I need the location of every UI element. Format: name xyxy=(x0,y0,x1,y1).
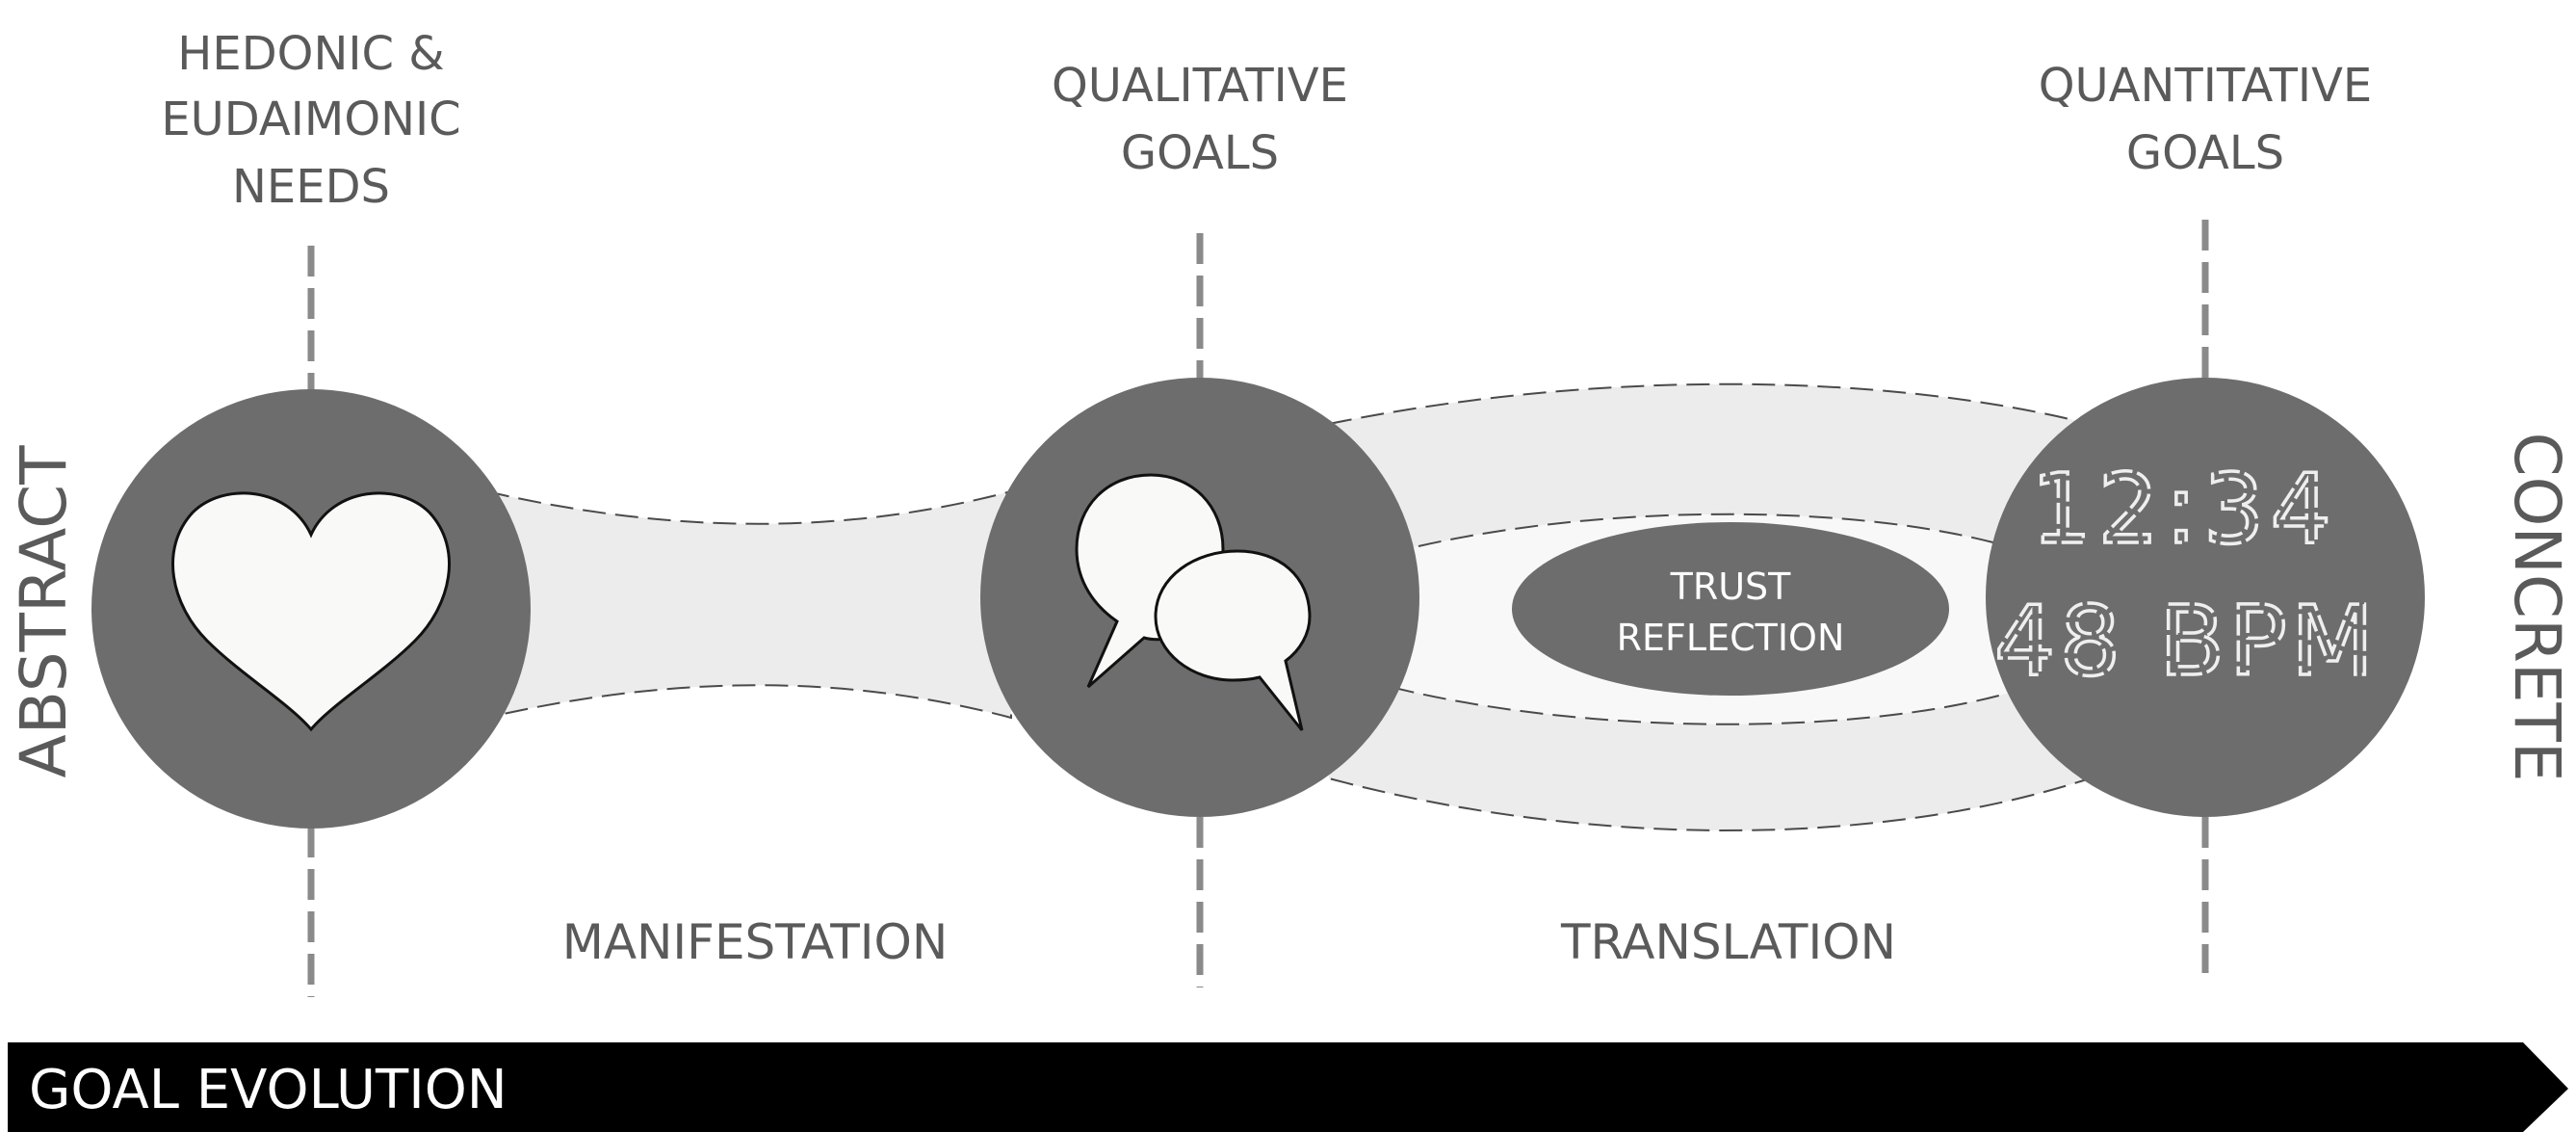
speech-bubbles-icon xyxy=(1075,473,1312,731)
needs-label-line-1: HEDONIC & xyxy=(177,27,444,81)
manifestation-label: MANIFESTATION xyxy=(562,914,949,970)
digital-clock-icon: 12:34 48 BPM xyxy=(1992,451,2378,699)
quantitative-label-line-2: GOALS xyxy=(2126,126,2284,180)
heart-icon xyxy=(171,491,451,732)
manifestation-band xyxy=(485,489,1012,720)
trust-reflection-ellipse xyxy=(1512,522,1949,696)
translation-label: TRANSLATION xyxy=(1560,914,1896,970)
concrete-axis-label: CONCRETE xyxy=(2500,432,2574,781)
clock-display-time: 12:34 xyxy=(2031,453,2337,566)
goal-evolution-arrow xyxy=(8,1042,2568,1132)
needs-label-line-2: EUDAIMONIC xyxy=(161,92,460,146)
clock-display-pulse: 48 BPM xyxy=(1994,585,2378,698)
qualitative-label-line-2: GOALS xyxy=(1121,126,1279,180)
quantitative-label-line-1: QUANTITATIVE xyxy=(2039,59,2372,113)
quantitative-circle xyxy=(1986,378,2425,817)
goal-evolution-label: GOAL EVOLUTION xyxy=(29,1059,507,1121)
trust-reflection-label-line-1: TRUST xyxy=(1670,566,1792,608)
needs-label-line-3: NEEDS xyxy=(232,160,390,214)
trust-reflection-label-line-2: REFLECTION xyxy=(1617,617,1845,659)
qualitative-label-line-1: QUALITATIVE xyxy=(1052,59,1348,113)
abstract-axis-label: ABSTRACT xyxy=(7,445,81,778)
